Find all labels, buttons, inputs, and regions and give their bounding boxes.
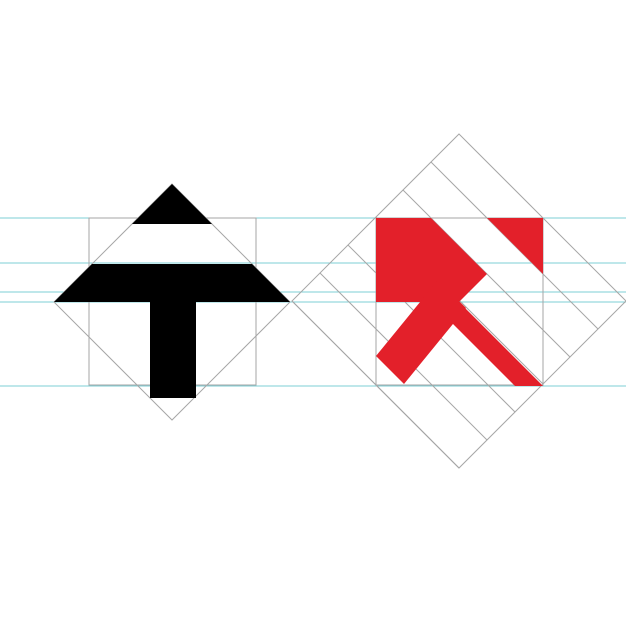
arrow-tip <box>132 184 212 224</box>
arrow-stem <box>150 302 196 398</box>
left-bounding-diamond <box>53 183 291 421</box>
red-diagonal-stem <box>431 302 543 386</box>
rotated-arrow-mark-icon <box>376 218 543 386</box>
red-upper-band <box>376 218 487 302</box>
arrow-crossbar <box>54 264 290 302</box>
upward-arrow-mark-icon <box>54 184 290 398</box>
red-corner-triangle <box>487 218 543 274</box>
